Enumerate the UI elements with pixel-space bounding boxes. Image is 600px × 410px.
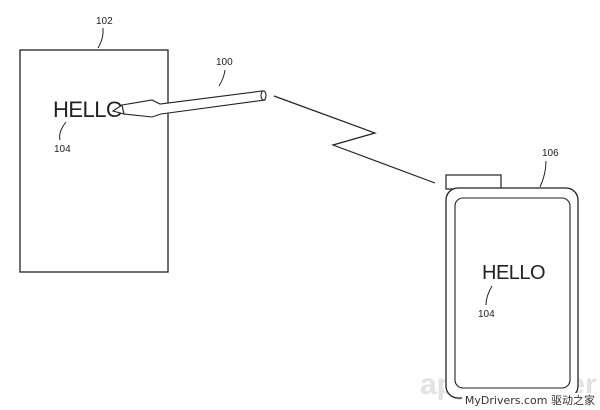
leader-102 — [97, 27, 104, 49]
label-106: 106 — [542, 148, 559, 159]
device-body — [445, 187, 579, 399]
wireless-link-bolt — [273, 95, 436, 184]
label-104-paper: 104 — [54, 144, 71, 155]
leader-100 — [218, 69, 226, 87]
paper-sheet — [19, 49, 169, 273]
label-104-device: 104 — [478, 309, 495, 320]
paper-hello-text: HELLO — [53, 97, 123, 122]
leader-104-paper — [59, 121, 67, 141]
source-credit: MyDrivers.com 驱动之家 — [461, 393, 598, 409]
stylus — [111, 90, 267, 118]
device-screen — [454, 197, 571, 389]
label-100: 100 — [216, 57, 233, 68]
label-102: 102 — [96, 16, 113, 27]
leader-106 — [539, 160, 547, 188]
device-top-button — [445, 174, 502, 190]
device — [445, 174, 579, 399]
device-hello-text: HELLO — [482, 262, 545, 284]
leader-104-device — [485, 285, 493, 306]
